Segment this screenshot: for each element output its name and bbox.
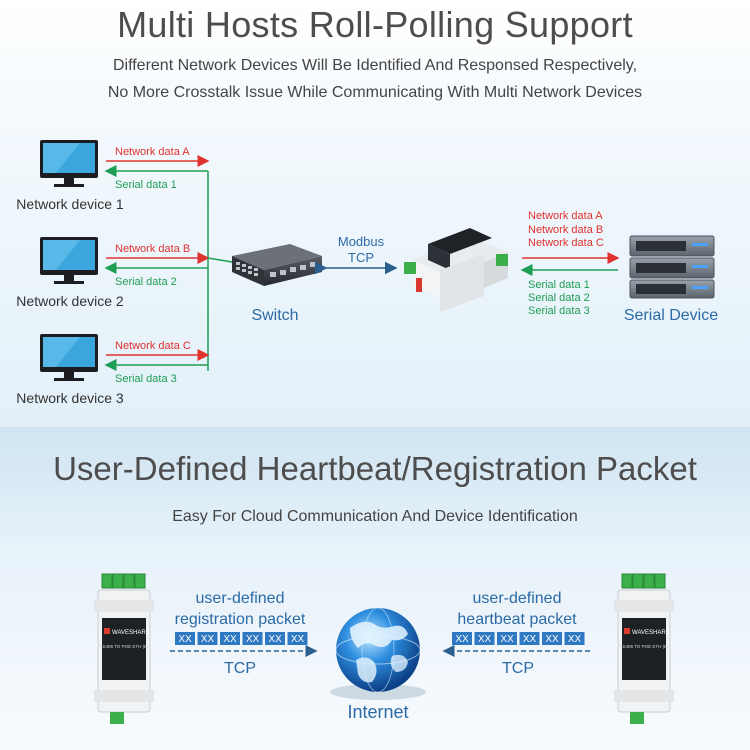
monitor-icon bbox=[40, 140, 98, 187]
network-device-label: Network device 3 bbox=[16, 390, 124, 406]
packet-byte-box bbox=[175, 632, 195, 645]
packet-byte: XX bbox=[201, 634, 215, 645]
right-packet-line2: heartbeat packet bbox=[457, 611, 577, 628]
converter-module-icon bbox=[404, 228, 508, 312]
right-serial-label: Serial data 1 bbox=[528, 279, 590, 291]
network-device-label: Network device 2 bbox=[16, 293, 124, 309]
packet-byte-box bbox=[242, 632, 263, 645]
section2-subtitle: Easy For Cloud Communication And Device … bbox=[172, 508, 578, 525]
section2-title: User-Defined Heartbeat/Registration Pack… bbox=[53, 450, 697, 487]
left-module-icon: WAVESHARE RS485 TO POE ETH (B) bbox=[94, 573, 154, 724]
section1-subtitle-line2: No More Crosstalk Issue While Communicat… bbox=[107, 84, 643, 101]
network-data-label: Network data C bbox=[115, 340, 191, 352]
packet-byte: XX bbox=[246, 634, 260, 645]
left-tcp-label: TCP bbox=[224, 660, 256, 677]
section-multi-hosts bbox=[0, 0, 750, 427]
packet-byte-box bbox=[287, 632, 308, 645]
left-packet-line1: user-defined bbox=[196, 590, 285, 607]
right-tcp-label: TCP bbox=[502, 660, 534, 677]
network-data-label: Network data B bbox=[115, 243, 190, 255]
packet-byte-box bbox=[265, 632, 285, 645]
packet-byte-box bbox=[197, 632, 218, 645]
internet-globe-icon bbox=[330, 607, 426, 700]
module-brand: WAVESHARE bbox=[112, 630, 150, 636]
right-serial-label: Serial data 3 bbox=[528, 305, 590, 317]
packet-byte: XX bbox=[545, 634, 559, 645]
right-packet-line1: user-defined bbox=[473, 590, 562, 607]
right-serial-label: Serial data 2 bbox=[528, 292, 590, 304]
right-network-label: Network data B bbox=[528, 224, 603, 236]
packet-byte: XX bbox=[523, 634, 537, 645]
switch-label: Switch bbox=[251, 307, 298, 324]
packet-byte-box bbox=[220, 632, 240, 645]
network-device-label: Network device 1 bbox=[16, 196, 124, 212]
serial-data-label: Serial data 1 bbox=[115, 179, 177, 191]
serial-device-label: Serial Device bbox=[624, 307, 718, 324]
section1-title: Multi Hosts Roll-Polling Support bbox=[117, 4, 633, 45]
serial-data-label: Serial data 2 bbox=[115, 276, 177, 288]
monitor-icon bbox=[40, 334, 98, 381]
right-network-label: Network data A bbox=[528, 210, 603, 222]
left-packet-line2: registration packet bbox=[175, 611, 306, 628]
network-data-label: Network data A bbox=[115, 146, 190, 158]
module-model: RS485 TO POE ETH (B) bbox=[619, 644, 669, 649]
packet-byte: XX bbox=[268, 634, 282, 645]
packet-byte-box bbox=[497, 632, 517, 645]
monitor-icon bbox=[40, 237, 98, 284]
server-rack-icon bbox=[629, 235, 715, 299]
packet-byte: XX bbox=[223, 634, 237, 645]
left-packet-bytes: XX XX XX XX XX XX bbox=[175, 632, 308, 645]
switch-icon bbox=[232, 244, 322, 286]
packet-byte-box bbox=[474, 632, 495, 645]
section1-subtitle-line1: Different Network Devices Will Be Identi… bbox=[112, 57, 638, 74]
right-network-label: Network data C bbox=[528, 237, 604, 249]
tcp-label: TCP bbox=[348, 250, 374, 265]
serial-data-label: Serial data 3 bbox=[115, 373, 177, 385]
packet-byte: XX bbox=[568, 634, 582, 645]
packet-byte: XX bbox=[178, 634, 192, 645]
packet-byte: XX bbox=[500, 634, 514, 645]
packet-byte: XX bbox=[455, 634, 469, 645]
packet-byte-box bbox=[452, 632, 472, 645]
packet-byte-box bbox=[564, 632, 585, 645]
right-packet-bytes: XX XX XX XX XX XX bbox=[452, 632, 585, 645]
packet-byte-box bbox=[519, 632, 540, 645]
packet-byte: XX bbox=[478, 634, 492, 645]
module-brand: WAVESHARE bbox=[632, 630, 670, 636]
module-model: RS485 TO POE ETH (B) bbox=[99, 644, 149, 649]
right-module-icon: WAVESHARE RS485 TO POE ETH (B) bbox=[614, 573, 674, 724]
packet-byte: XX bbox=[291, 634, 305, 645]
bus-to-switch-line bbox=[207, 257, 233, 263]
modbus-label: Modbus bbox=[338, 234, 385, 249]
packet-byte-box bbox=[542, 632, 562, 645]
internet-label: Internet bbox=[347, 702, 408, 722]
